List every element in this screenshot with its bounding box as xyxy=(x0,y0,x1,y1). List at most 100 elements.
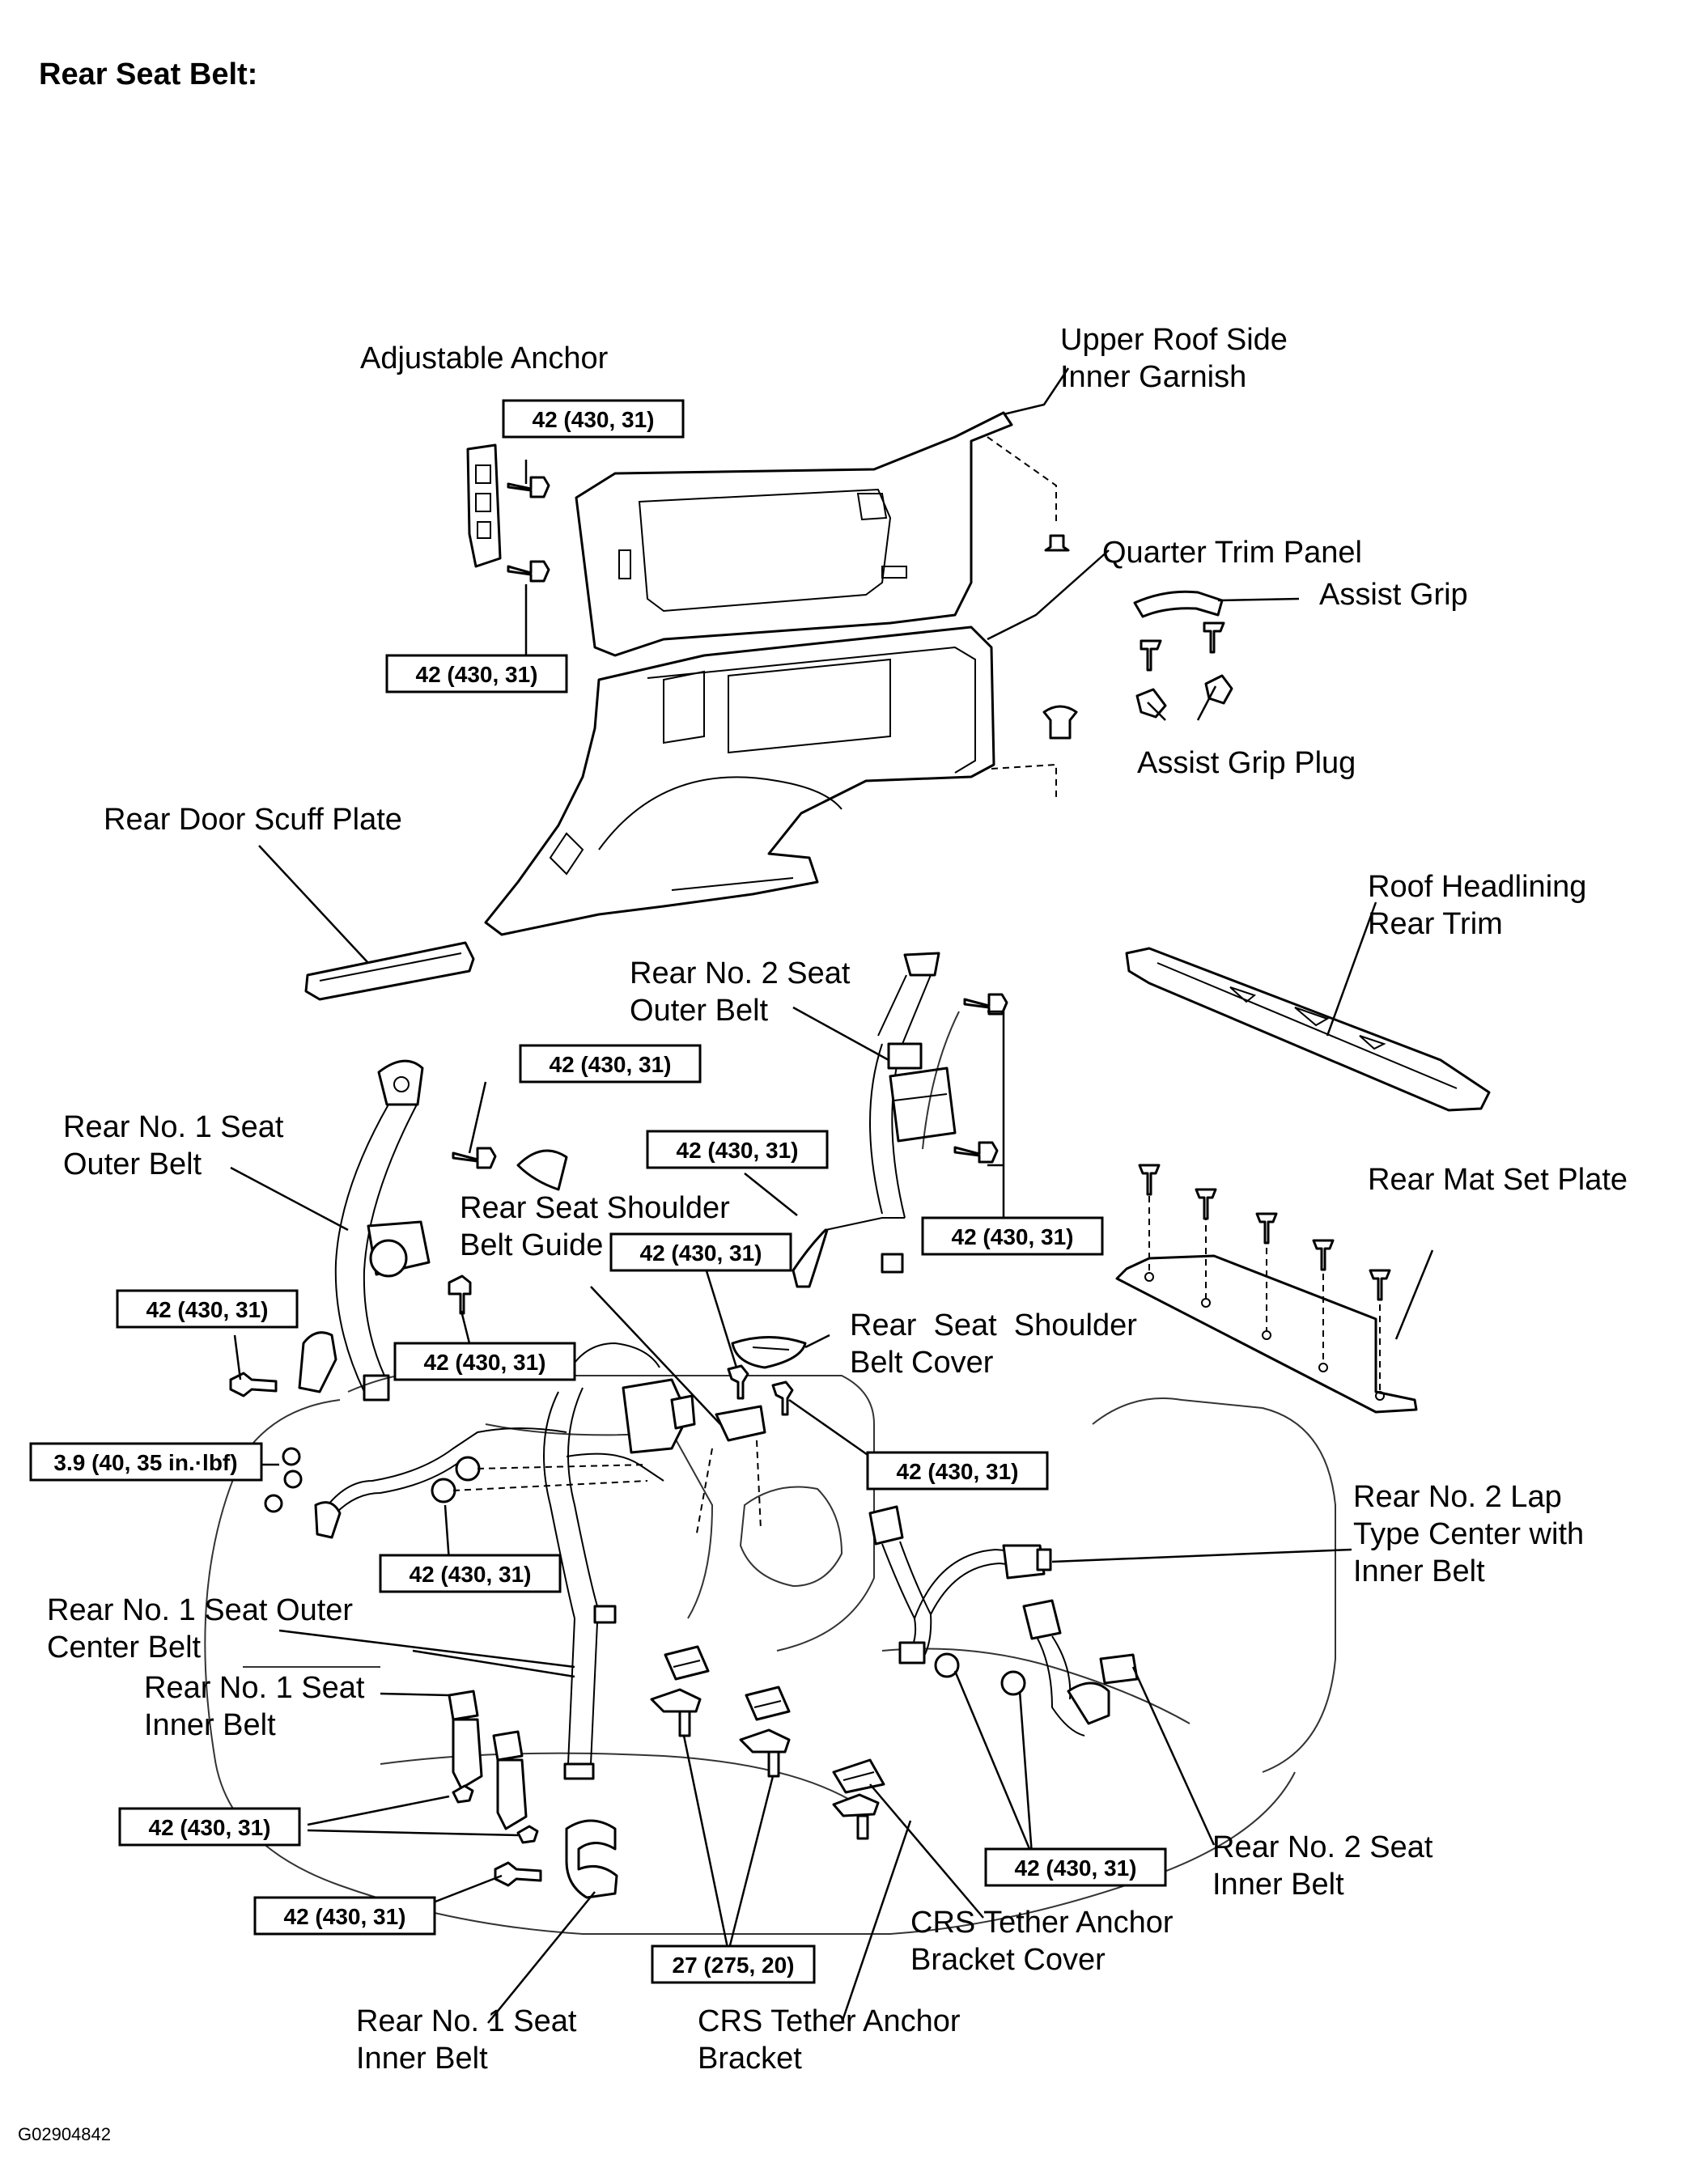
torque-value: 3.9 (40, 35 in.·lbf) xyxy=(53,1450,237,1475)
torque-value: 42 (430, 31) xyxy=(897,1459,1019,1484)
no1-inner-belt-lower-part xyxy=(565,1819,618,1899)
label-rear-no1-inner-lower-2: Inner Belt xyxy=(356,2042,488,2076)
quarter-trim-panel-part xyxy=(484,436,1057,936)
torque-box: 42 (430, 31) xyxy=(253,1896,436,1936)
label-shoulder-belt-cover-2: Belt Cover xyxy=(850,1346,994,1380)
label-rear-door-scuff-plate: Rear Door Scuff Plate xyxy=(104,803,402,837)
harness-screw-2 xyxy=(283,1469,303,1489)
mat-screw-1 xyxy=(1138,1164,1161,1196)
labels: Adjustable Anchor Upper Roof Side Inner … xyxy=(47,323,1628,2076)
torque-box: 42 (430, 31) xyxy=(519,1044,702,1084)
nut-leaders xyxy=(452,1464,648,1491)
label-rear-no2-inner-1: Rear No. 2 Seat xyxy=(1212,1830,1433,1864)
label-rear-no2-lap-1: Rear No. 2 Lap xyxy=(1353,1480,1562,1514)
mat-screw-3 xyxy=(1255,1212,1278,1245)
label-crs-cover-2: Bracket Cover xyxy=(910,1943,1106,1977)
torque-value: 42 (430, 31) xyxy=(410,1562,532,1587)
crs-bracket-1 xyxy=(650,1688,702,1737)
label-roof-headlining-1: Roof Headlining xyxy=(1368,870,1586,904)
torque-box: 42 (430, 31) xyxy=(379,1554,562,1593)
label-crs-bracket-1: CRS Tether Anchor xyxy=(698,2004,961,2038)
trim-clip-2 xyxy=(1042,705,1078,740)
no1-outer-bolt-top xyxy=(452,1147,497,1169)
harness-screw-1 xyxy=(282,1447,301,1466)
nut-2 xyxy=(431,1478,456,1503)
no1-outer-bolt-left xyxy=(229,1372,278,1397)
assist-grip-plug-1 xyxy=(1135,688,1167,719)
torque-box: 42 (430, 31) xyxy=(866,1451,1049,1491)
rear-no1-seat-outer-belt-part xyxy=(298,1059,431,1402)
torque-value: 42 (430, 31) xyxy=(640,1240,762,1266)
label-quarter-trim-panel: Quarter Trim Panel xyxy=(1102,536,1362,570)
harness-screw-3 xyxy=(264,1494,283,1513)
torque-specs: 42 (430, 31) 42 (430, 31) 42 (430, 31) 4… xyxy=(29,399,1167,1984)
label-rear-no2-outer-2: Outer Belt xyxy=(630,994,769,1028)
rear-seat-shoulder-belt-guide-part xyxy=(516,1149,568,1191)
label-rear-no2-lap-2: Type Center with xyxy=(1353,1517,1584,1551)
rear-seat-shoulder-belt-cover-part xyxy=(731,1336,807,1369)
label-crs-bracket-2: Bracket xyxy=(698,2042,802,2076)
upper-roof-side-inner-garnish-part xyxy=(575,411,1013,657)
label-upper-roof-side-1: Upper Roof Side xyxy=(1060,323,1288,357)
belt-guide-bolt-2 xyxy=(771,1380,794,1416)
roof-headlining-rear-trim-part xyxy=(1125,947,1491,1112)
trim-clip-1 xyxy=(1044,534,1070,552)
label-assist-grip-plug: Assist Grip Plug xyxy=(1137,746,1356,780)
crs-bracket-2 xyxy=(739,1728,791,1778)
torque-box: 42 (430, 31) xyxy=(646,1130,829,1169)
torque-value: 42 (430, 31) xyxy=(550,1052,672,1077)
rear-no2-seat-inner-belt-part xyxy=(1022,1599,1139,1737)
nut-1 xyxy=(455,1456,481,1482)
torque-box: 42 (430, 31) xyxy=(118,1807,301,1847)
label-adjustable-anchor: Adjustable Anchor xyxy=(360,341,609,375)
torque-box: 42 (430, 31) xyxy=(921,1216,1104,1256)
belt-harness-part xyxy=(314,1427,567,1539)
label-assist-grip: Assist Grip xyxy=(1319,578,1468,612)
label-roof-headlining-2: Rear Trim xyxy=(1368,907,1503,941)
torque-box: 42 (430, 31) xyxy=(116,1289,299,1329)
crs-bracket-cover-2 xyxy=(745,1686,791,1721)
rear-no1-seat-inner-belt-buckles xyxy=(448,1690,528,1830)
assist-grip-plug-2 xyxy=(1204,674,1233,705)
torque-value: 27 (275, 20) xyxy=(673,1953,795,1978)
label-rear-no1-inner-lower-1: Rear No. 1 Seat xyxy=(356,2004,577,2038)
no2-nut-1 xyxy=(934,1652,960,1678)
assist-grip-part xyxy=(1133,590,1224,618)
belt-guide-bolt-1 xyxy=(727,1364,749,1400)
label-rear-mat-set-plate: Rear Mat Set Plate xyxy=(1368,1163,1628,1197)
torque-value: 42 (430, 31) xyxy=(533,407,655,432)
torque-box: 42 (430, 31) xyxy=(502,399,685,439)
torque-box: 27 (275, 20) xyxy=(651,1944,816,1984)
rear-mat-set-plate-part xyxy=(1115,1196,1418,1414)
no1-inner-bolt-1 xyxy=(452,1784,474,1804)
label-rear-no2-outer-1: Rear No. 2 Seat xyxy=(630,956,851,990)
torque-box: 3.9 (40, 35 in.·lbf) xyxy=(29,1442,263,1482)
torque-value: 42 (430, 31) xyxy=(149,1815,271,1840)
no1-outer-bolt-mid xyxy=(448,1274,472,1315)
no2-outer-bolt-2 xyxy=(953,1141,999,1164)
torque-box: 42 (430, 31) xyxy=(609,1232,792,1272)
no1-inner-bolt-2 xyxy=(516,1825,539,1844)
assist-grip-screw-1 xyxy=(1140,639,1162,672)
label-rear-no1-outer-center-2: Center Belt xyxy=(47,1631,202,1665)
label-rear-no1-inner-upper-2: Inner Belt xyxy=(144,1708,276,1742)
torque-value: 42 (430, 31) xyxy=(952,1224,1074,1249)
torque-value: 42 (430, 31) xyxy=(416,662,538,687)
diagram-title: Rear Seat Belt: xyxy=(39,57,257,91)
label-shoulder-belt-guide-2: Belt Guide xyxy=(460,1228,603,1262)
label-crs-cover-1: CRS Tether Anchor xyxy=(910,1906,1174,1940)
label-shoulder-belt-guide-1: Rear Seat Shoulder xyxy=(460,1191,730,1225)
crs-bracket-cover-3 xyxy=(832,1758,885,1794)
rear-no2-seat-outer-belt-part xyxy=(792,952,957,1288)
torque-value: 42 (430, 31) xyxy=(284,1904,406,1929)
label-shoulder-belt-cover-1: Rear Seat Shoulder xyxy=(850,1308,1137,1342)
anchor-bolt-2 xyxy=(507,560,550,583)
label-rear-no1-inner-upper-1: Rear No. 1 Seat xyxy=(144,1671,365,1705)
torque-box: 42 (430, 31) xyxy=(984,1847,1167,1887)
torque-value: 42 (430, 31) xyxy=(677,1138,799,1163)
torque-value: 42 (430, 31) xyxy=(1015,1855,1137,1881)
label-rear-no2-inner-2: Inner Belt xyxy=(1212,1868,1344,1902)
belt-guide-bracket-part xyxy=(695,1405,766,1538)
torque-box: 42 (430, 31) xyxy=(393,1342,576,1381)
